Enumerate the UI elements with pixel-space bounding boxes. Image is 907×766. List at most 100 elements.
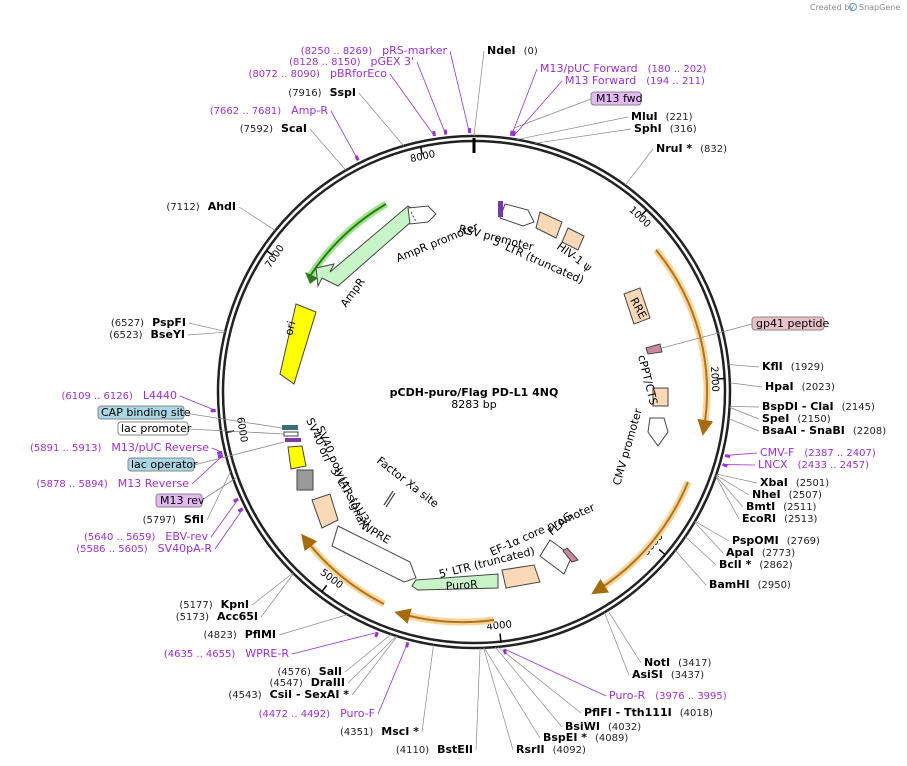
arc-ef1a-highlight xyxy=(596,480,692,593)
primer-label: L4440(6109 .. 6126) xyxy=(61,389,177,402)
primer-name: Puro-R xyxy=(609,689,646,702)
lac-promoter-box xyxy=(117,421,189,436)
arc-ampr-arrowhead xyxy=(305,272,318,284)
primer-leader-line xyxy=(179,395,216,411)
site-position: (4018) xyxy=(680,708,713,719)
site-leader-line xyxy=(534,128,632,144)
label-ampr-promoter: AmpR promoter xyxy=(394,220,480,265)
tick-mark xyxy=(321,584,328,593)
puror-shape xyxy=(411,573,499,591)
site-label: NheI(2507) xyxy=(752,488,822,501)
site-position: (2145) xyxy=(842,402,875,413)
site-position: (4547) xyxy=(269,678,302,689)
site-label: SspI (7916) xyxy=(288,86,356,99)
site-leader-line xyxy=(729,406,760,408)
site-name: XbaI xyxy=(760,476,788,489)
site-label: EcoRI(2513) xyxy=(742,512,818,525)
primer-mark xyxy=(722,463,728,468)
site-label: SfiI(5797) xyxy=(143,513,204,526)
label-cmv-promoter: CMV promoter xyxy=(610,407,644,487)
site-label: KflI(1929) xyxy=(762,360,824,373)
primer-mark xyxy=(512,130,516,137)
ampr-shape xyxy=(315,205,421,288)
site-leader-line xyxy=(674,550,707,586)
site-position: (2862) xyxy=(759,560,792,571)
primer-mark xyxy=(405,642,410,648)
credit-text: Created by xyxy=(810,3,854,12)
tick-label: 1000 xyxy=(626,205,652,230)
site-name: NheI xyxy=(752,488,781,501)
primer-mark xyxy=(354,155,360,161)
site-leader-line xyxy=(715,476,740,520)
ltr5-shape xyxy=(535,211,563,239)
primer-label: pRS-marker(8250 .. 8269) xyxy=(301,44,448,57)
primer-name: LNCX xyxy=(758,458,788,471)
gp41-peptide-box xyxy=(751,316,825,331)
primer-mark xyxy=(443,129,448,135)
site-label: BsiWI(4032) xyxy=(565,720,641,733)
site-label: BseYI(6523) xyxy=(109,328,185,341)
primer-leader-line xyxy=(416,61,447,135)
primer-name: SV40pA-R xyxy=(158,542,213,555)
plasmid-size: 8283 bp xyxy=(451,398,496,411)
primer-position: (7662 .. 7681) xyxy=(210,106,282,117)
site-leader-line xyxy=(483,647,514,751)
tick-mark xyxy=(640,209,648,217)
primer-label: EBV-rev(5640 .. 5659) xyxy=(84,530,208,543)
sv40pa-shape xyxy=(296,469,314,491)
site-name: SfiI xyxy=(184,513,204,526)
site-label: ScaI(7592) xyxy=(240,122,307,135)
primer-position: (5640 .. 5659) xyxy=(84,532,156,543)
primer-name: Amp-R xyxy=(291,104,328,117)
primer-leader-line xyxy=(504,648,607,697)
site-leader-line xyxy=(278,614,348,636)
site-leader-line xyxy=(238,206,276,231)
primer-leader-line xyxy=(330,110,359,161)
primer-leader-line xyxy=(191,455,224,485)
site-leader-line xyxy=(187,331,226,336)
ltr5b-shape xyxy=(501,564,541,589)
site-leader-line xyxy=(715,474,750,496)
site-position: (6523) xyxy=(109,330,142,341)
primer-position: (8250 .. 8269) xyxy=(301,46,373,57)
site-position: (2950) xyxy=(758,580,791,591)
primer-name: M13 Forward xyxy=(565,74,636,87)
site-label-layer: NdeI(0)MluI(221)SphI(316)NruI *(832)KflI… xyxy=(109,44,886,756)
site-label: SpeI(2150) xyxy=(762,412,831,425)
ampr-promoter-shape xyxy=(407,205,437,225)
site-name: SphI xyxy=(634,122,662,135)
primer-label: M13 Forward(194 .. 211) xyxy=(565,74,705,87)
site-position: (4032) xyxy=(608,722,641,733)
primer-label: Puro-R(3976 .. 3995) xyxy=(609,689,727,702)
primer-position: (2387 .. 2407) xyxy=(804,448,876,459)
lac-operator-box xyxy=(127,457,195,472)
site-label: ApaI(2773) xyxy=(726,546,795,559)
site-label: PspOMI(2769) xyxy=(732,534,820,547)
primer-label: M13/pUC Forward(180 .. 202) xyxy=(540,62,706,75)
primer-mark xyxy=(233,497,239,503)
site-label: BsaAI - SnaBI(2208) xyxy=(762,424,886,437)
site-position: (7112) xyxy=(166,202,199,213)
site-name: Acc65I xyxy=(217,610,258,623)
tick-label: 6000 xyxy=(234,416,249,443)
site-leader-line xyxy=(473,50,485,137)
site-leader-line xyxy=(715,475,744,508)
lac-element-shape-1 xyxy=(282,425,298,430)
site-label: NruI *(832) xyxy=(656,142,727,155)
primer-leader-line xyxy=(511,68,538,136)
site-leader-line xyxy=(351,636,398,696)
ef1a-shape xyxy=(539,539,573,575)
site-name: AsiSI xyxy=(632,668,663,681)
site-name: SspI xyxy=(330,86,356,99)
site-label: PflMI(4823) xyxy=(203,628,276,641)
site-label: HpaI(2023) xyxy=(765,380,835,393)
site-position: (4576) xyxy=(278,667,311,678)
primer-leader-line xyxy=(449,50,470,134)
tick-label: 8000 xyxy=(409,149,436,165)
rre-shape xyxy=(623,287,651,325)
site-leader-line xyxy=(716,473,758,484)
site-name: PspOMI xyxy=(732,534,779,547)
site-position: (7916) xyxy=(288,88,321,99)
primer-leader-line xyxy=(377,642,409,715)
